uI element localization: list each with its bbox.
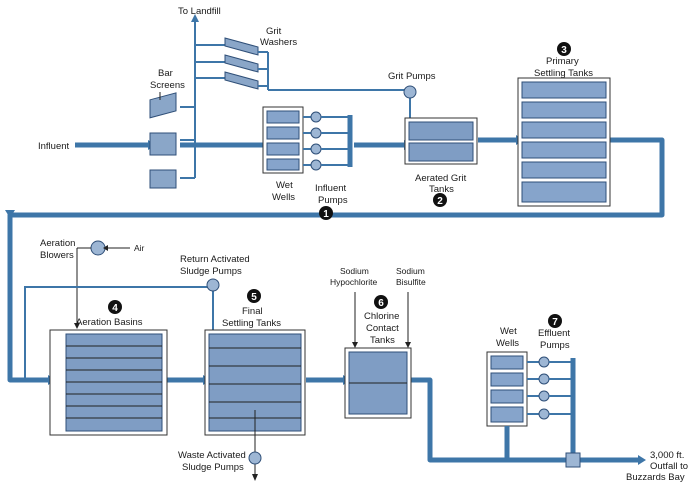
sodium-hypo-label: Sodium <box>340 266 369 276</box>
aerated-grit-label: Aerated Grit <box>415 173 467 184</box>
pump-icon <box>310 143 322 155</box>
bar-screens-label: Screens <box>150 80 185 91</box>
air-label: Air <box>134 243 145 253</box>
svg-text:5: 5 <box>251 292 257 303</box>
step-badge-4: 4 <box>108 300 122 314</box>
pump-icon <box>310 127 322 139</box>
wet-wells-1-label: Wells <box>272 192 295 203</box>
grit-washer-icon <box>224 37 259 56</box>
effluent-pumps <box>527 356 581 468</box>
grit-washer-icon <box>224 54 259 73</box>
influent-pumps-label: Pumps <box>318 195 348 206</box>
grit-washers-label: Grit <box>266 26 282 37</box>
aerated-grit-label: Tanks <box>429 184 454 195</box>
step-badges: 1 2 3 4 5 6 7 <box>108 42 571 328</box>
grit-pumps-label: Grit Pumps <box>388 71 436 82</box>
svg-text:3: 3 <box>561 45 567 56</box>
outfall-label: Outfall to <box>650 461 688 472</box>
valve-icon <box>565 452 581 468</box>
wet-wells-2 <box>486 351 528 460</box>
pump-icon <box>538 356 550 368</box>
chlorine-label: Contact <box>366 323 399 334</box>
influent-pumps-label: Influent <box>315 183 347 194</box>
pump-icon <box>206 278 220 292</box>
step-badge-2: 2 <box>433 193 447 207</box>
aeration-blowers-label: Aeration <box>40 238 75 249</box>
outfall-label: Buzzards Bay <box>626 472 685 483</box>
to-landfill-label: To Landfill <box>178 6 221 17</box>
aeration-blowers-label: Blowers <box>40 250 74 261</box>
pump-icon <box>538 408 550 420</box>
bar-screens <box>149 92 177 189</box>
wet-wells-2-label: Wet <box>500 326 517 337</box>
influent-pumps <box>303 111 353 171</box>
pump-icon <box>248 451 262 465</box>
sodium-hypo-label: Hypochlorite <box>330 277 378 287</box>
was-label: Sludge Pumps <box>182 462 244 473</box>
ras-label: Sludge Pumps <box>180 266 242 277</box>
wet-wells-1-label: Wet <box>276 180 293 191</box>
wet-wells-1 <box>262 106 304 174</box>
pump-icon <box>538 373 550 385</box>
aeration-basins <box>49 329 168 436</box>
final-label: Settling Tanks <box>222 318 281 329</box>
chlorine-label: Chlorine <box>364 311 399 322</box>
effluent-pumps-label: Pumps <box>540 340 570 351</box>
sodium-bisulfite-label: Sodium <box>396 266 425 276</box>
pump-icon <box>538 390 550 402</box>
pump-icon <box>403 85 417 99</box>
landfill-lines <box>180 14 225 179</box>
final-label: Final <box>242 306 263 317</box>
pump-icon <box>310 159 322 171</box>
outfall-label: 3,000 ft. <box>650 450 684 461</box>
step-badge-5: 5 <box>247 289 261 303</box>
svg-text:2: 2 <box>437 196 443 207</box>
svg-text:7: 7 <box>552 317 558 328</box>
aerated-grit-tanks <box>404 117 478 165</box>
step-badge-7: 7 <box>548 314 562 328</box>
ras-label: Return Activated <box>180 254 250 265</box>
step-badge-6: 6 <box>374 295 388 309</box>
primary-label: Primary <box>546 56 579 67</box>
svg-text:1: 1 <box>323 209 329 220</box>
labels: To Landfill Grit Washers Bar Screens Inf… <box>38 6 688 483</box>
was-label: Waste Activated <box>178 450 246 461</box>
influent-label: Influent <box>38 141 70 152</box>
aeration-blowers <box>74 240 130 329</box>
grit-pump <box>403 85 417 99</box>
bar-screens-label: Bar <box>158 68 173 79</box>
grit-washers <box>224 37 411 120</box>
grit-washer-icon <box>224 71 259 90</box>
primary-settling-tanks <box>517 77 611 207</box>
bar-screen-icon <box>149 132 177 156</box>
blower-icon <box>90 240 106 256</box>
bar-screen-icon <box>149 169 177 189</box>
pump-icon <box>310 111 322 123</box>
primary-label: Settling Tanks <box>534 68 593 79</box>
bar-screen-icon <box>149 92 177 119</box>
grit-washers-label: Washers <box>260 37 297 48</box>
was-line <box>248 410 262 481</box>
wet-wells-2-label: Wells <box>496 338 519 349</box>
effluent-pumps-label: Effluent <box>538 328 570 339</box>
svg-text:4: 4 <box>112 303 118 314</box>
ras-line <box>24 278 220 380</box>
step-badge-3: 3 <box>557 42 571 56</box>
aeration-basins-label: Aeration Basins <box>76 317 143 328</box>
svg-text:6: 6 <box>378 298 384 309</box>
step-badge-1: 1 <box>319 206 333 220</box>
chlorine-contact-tanks <box>344 292 412 419</box>
chlorine-label: Tanks <box>370 335 395 346</box>
sodium-bisulfite-label: Bisulfite <box>396 277 426 287</box>
